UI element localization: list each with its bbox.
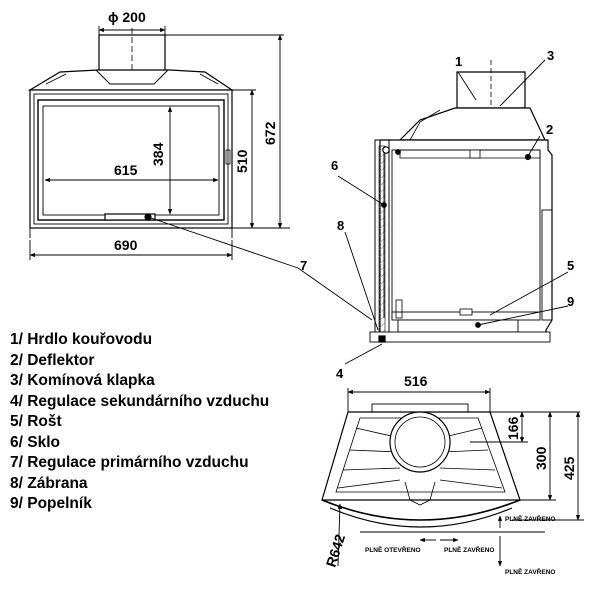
dim-glass-height: 384 — [150, 142, 166, 166]
legend-item-2: 2/ Deflektor — [10, 351, 95, 369]
callout-4: 4 — [336, 366, 344, 381]
dim-body-height: 510 — [234, 149, 250, 173]
top-dimensions — [337, 388, 584, 567]
top-view — [321, 403, 521, 528]
side-section-view — [369, 60, 553, 343]
label-fully-closed-bottom: PLNĚ ZAVŘENO — [505, 567, 555, 576]
legend-item-4: 4/ Regulace sekundárního vzduchu — [10, 392, 270, 410]
dim-depth-166: 166 — [505, 416, 521, 440]
legend-item-9: 9/ Popelník — [10, 495, 92, 512]
dim-glass-width: 615 — [114, 162, 138, 178]
legend-item-8: 8/ Zábrana — [10, 474, 88, 492]
legend-item-1: 1/ Hrdlo kouřovodu — [10, 331, 153, 348]
label-fully-open: PLNĚ OTEVŘENO — [365, 545, 421, 554]
dim-depth-300: 300 — [533, 446, 549, 470]
callout-9: 9 — [567, 294, 574, 309]
leader-7 — [147, 216, 299, 269]
damper-indicator — [360, 515, 545, 567]
callout-5: 5 — [567, 258, 574, 273]
leader-7b — [297, 267, 373, 321]
dim-top-width: 516 — [404, 373, 428, 389]
callout-1: 1 — [455, 54, 462, 69]
label-fully-closed-top: PLNĚ ZAVŘENO — [505, 514, 555, 523]
front-dimensions — [29, 26, 290, 260]
dim-total-width: 690 — [114, 237, 138, 253]
legend-item-7: 7/ Regulace primárního vzduchu — [10, 454, 249, 471]
legend-item-6: 6/ Sklo — [10, 433, 60, 451]
dim-total-height: 672 — [262, 121, 278, 145]
legend-item-3: 3/ Komínová klapka — [10, 372, 155, 389]
callout-2: 2 — [546, 122, 553, 137]
dim-depth-425: 425 — [561, 456, 577, 480]
callout-8: 8 — [337, 218, 344, 233]
callout-6: 6 — [331, 158, 338, 173]
callout-7: 7 — [300, 258, 307, 273]
dim-flue-diameter: ϕ 200 — [108, 9, 146, 25]
parts-legend: 1/ Hrdlo kouřovodu 2/ Deflektor 3/ Komín… — [10, 330, 340, 515]
callout-3: 3 — [547, 48, 554, 63]
legend-item-5: 5/ Rošt — [10, 413, 62, 430]
dim-radius: R642 — [323, 532, 349, 569]
label-fully-closed: PLNĚ ZAVŘENO — [444, 545, 494, 554]
side-leaders — [337, 59, 569, 365]
front-view — [27, 28, 234, 238]
